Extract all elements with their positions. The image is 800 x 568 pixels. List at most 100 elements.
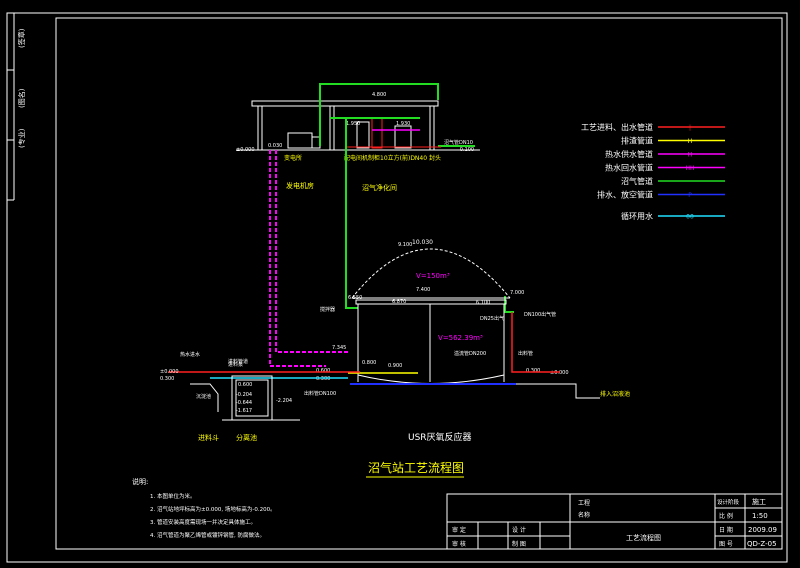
tb-drawn: 制 图 — [512, 540, 526, 548]
building: 变电所 配电间机制柜10立方(前)DN40 封头 沼气管DN10 4.800 ±… — [236, 92, 480, 162]
level-1-elevation: 1.950 — [346, 121, 360, 127]
legend-mark: H — [688, 152, 693, 159]
tank-label: 沉淀池 — [196, 393, 211, 400]
tb-checked: 审 核 — [452, 540, 466, 548]
generator-equipment — [287, 132, 313, 149]
feed-hopper — [190, 383, 219, 412]
outlet-pipe-label: 出料管DN100 — [304, 390, 336, 397]
sep-tank-label: 分离池 — [236, 433, 257, 442]
stirrer-label: 搅拌器 — [320, 306, 335, 313]
heat-water-label: 热水进水 — [180, 351, 200, 358]
top-right-elev: 7.000 — [510, 290, 524, 296]
drain-label: 排入沼液池 — [600, 390, 630, 398]
out-right-label: 出料管 — [518, 350, 533, 357]
elev-0600: 0.600 — [316, 368, 330, 374]
legend-label: 循环用水 — [621, 211, 653, 221]
elev-0800: 0.800 — [362, 360, 376, 366]
purifier-tank-2 — [371, 117, 383, 149]
note-line-4: 4. 沼气管道为聚乙烯管或镀锌钢管, 防腐做法。 — [150, 531, 265, 539]
legend-label: 排渣管道 — [621, 136, 653, 146]
note-line-3: 3. 管道安装高度需现场一并决定具体施工。 — [150, 518, 256, 526]
gas-volume: V=150m³ — [416, 272, 450, 280]
legend-label: 工艺进料、出水管道 — [581, 122, 653, 132]
power-room-label: 发电机房 — [286, 181, 314, 190]
pit-elev-m2204: -2.204 — [276, 398, 292, 404]
purifier-tank-3 — [394, 125, 412, 149]
purifier-tank-1 — [356, 121, 370, 149]
elev-0300: 0.300 — [316, 376, 330, 382]
separation-tank-inner — [235, 379, 269, 417]
floor-elevation: 0.030 — [268, 143, 282, 149]
hot-water-return — [275, 150, 350, 353]
legend-label: 热水供水管道 — [605, 149, 653, 159]
inlet-label: 进料泵 — [228, 361, 243, 368]
hot-water-pipeline — [269, 150, 350, 367]
elev-6100: 6.100 — [476, 300, 490, 306]
tb-scale-value: 1:50 — [752, 512, 768, 520]
pit-elev-m1617: -1.617 — [236, 408, 252, 414]
feed-pit-label: 进料斗 — [198, 433, 219, 442]
feed-pipe-label: 进料管道 — [228, 358, 248, 365]
top-left-elev: 6.550 — [348, 295, 362, 301]
legend-mark: H — [688, 138, 693, 145]
gas-room-label: 沼气净化间 — [362, 183, 397, 192]
ground-elevation: ±0.000 — [236, 147, 255, 153]
gas-pipe-right — [504, 296, 514, 313]
level-2-elevation: 1.930 — [396, 121, 410, 127]
pit-elev-m0204: -0.204 — [236, 392, 252, 398]
reactor-bottom — [357, 374, 505, 384]
tb-designed: 设 计 — [512, 526, 526, 534]
legend-mark: 00 — [686, 214, 694, 221]
building-roof — [251, 100, 439, 107]
right-elevation: -0.100 — [458, 147, 474, 153]
legend-label: 沼气管道 — [621, 176, 653, 186]
gas-pipe-roof-loop — [319, 83, 439, 146]
usr-reactor: 10.030 9.100 V=150m³ V=562.39m³ 7.400 6.… — [304, 239, 569, 397]
tb-date-value: 2009.09 — [748, 526, 777, 534]
tb-no-value: QD-Z-05 — [747, 540, 777, 548]
legend-label: 热水回水管道 — [605, 163, 653, 173]
dome-left-elev: 9.100 — [398, 242, 412, 248]
legend-mark: P — [688, 192, 692, 199]
elev-6870: 6.870 — [392, 299, 406, 305]
outer-frame — [6, 12, 788, 563]
gas-dome — [351, 248, 511, 299]
tb-drawing-name: 工艺流程图 — [626, 533, 661, 542]
side-label-sign: (签章) — [17, 28, 26, 48]
side-label-discipline: (专业) — [17, 128, 26, 148]
gas-pipeline — [319, 83, 514, 313]
generator-equipment-2 — [311, 136, 321, 149]
elev-right-0000: ±0.000 — [550, 370, 569, 376]
note-line-2: 2. 沼气站地坪标高为±0.000, 场地标高为-0.200。 — [150, 505, 276, 513]
elev-0900: 0.900 — [388, 363, 402, 369]
left-elev-0300: 0.300 — [160, 376, 174, 382]
pit-elev-m0644: -0.644 — [236, 400, 252, 406]
reactor-label: USR厌氧反应器 — [408, 431, 472, 443]
equipment-note: 配电间机制柜10立方(前)DN40 封头 — [344, 154, 441, 162]
legend-mark: | — [689, 125, 691, 132]
note-line-1: 1. 本图单位为米。 — [150, 492, 196, 500]
outlet-pipe-right — [511, 312, 560, 373]
drain-pipe-right — [516, 383, 600, 399]
tb-approved: 审 定 — [452, 526, 466, 534]
left-elev-0000: ±0.000 — [160, 369, 179, 375]
room-label-substation: 变电所 — [284, 154, 302, 162]
gas-riser-label: DN25出气 — [480, 315, 504, 322]
roof-elevation: 4.800 — [372, 92, 386, 98]
drawing-title: 沼气站工艺流程图 — [368, 460, 464, 475]
legend-mark: HH — [685, 165, 694, 172]
notes-heading: 说明: — [132, 477, 148, 486]
title-block — [446, 493, 783, 550]
tb-name-label: 名称 — [578, 511, 590, 519]
dome-top-elev: 10.030 — [412, 239, 433, 246]
elev-7345: 7.345 — [332, 345, 346, 351]
overflow-label: 溢流管DN200 — [454, 350, 486, 357]
tb-phase-value: 施工 — [752, 497, 766, 506]
tb-project-label: 工程 — [578, 499, 590, 507]
feed-pit: 0.600 -0.204 -0.644 -1.617 -2.204 进料泵 沉淀… — [190, 361, 300, 421]
gas-pipe-note: 沼气管DN10 — [444, 139, 473, 146]
legend-label: 排水、放空管道 — [597, 190, 653, 200]
tb-phase-label: 设计阶段 — [717, 498, 740, 506]
inner-frame — [55, 17, 783, 550]
